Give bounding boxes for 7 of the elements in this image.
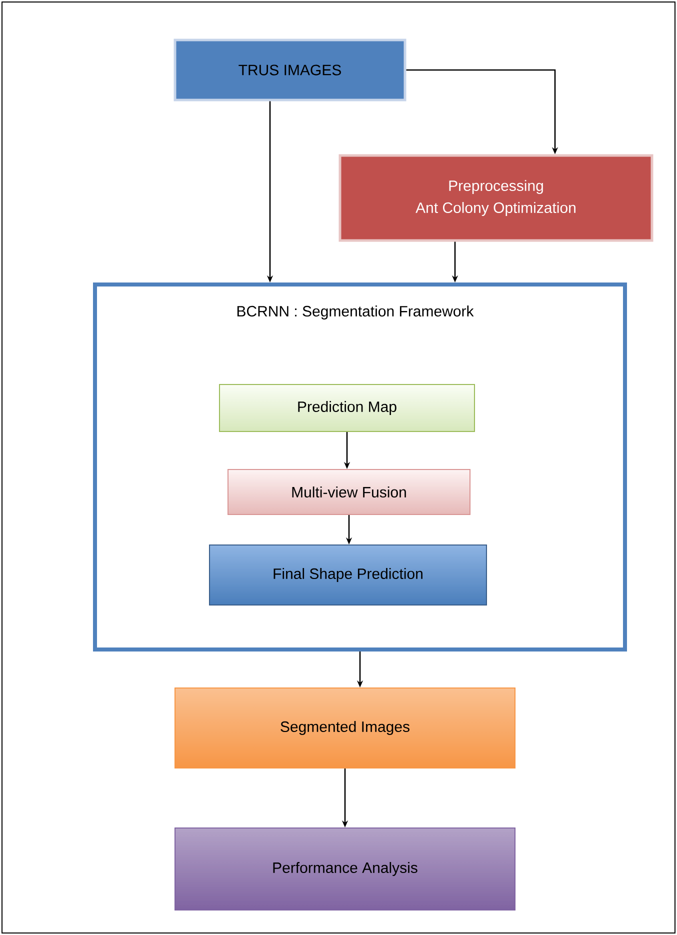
- process-box: Multi-view Fusion: [228, 469, 470, 515]
- process-box: Segmented Images: [174, 688, 516, 768]
- process-box: Performance Analysis: [174, 828, 516, 910]
- process-box: Prediction Map: [219, 384, 475, 432]
- process-box: TRUS IMAGES: [174, 38, 406, 102]
- process-box: Final Shape Prediction: [209, 544, 487, 606]
- process-box: Preprocessing Ant Colony Optimization: [338, 154, 654, 242]
